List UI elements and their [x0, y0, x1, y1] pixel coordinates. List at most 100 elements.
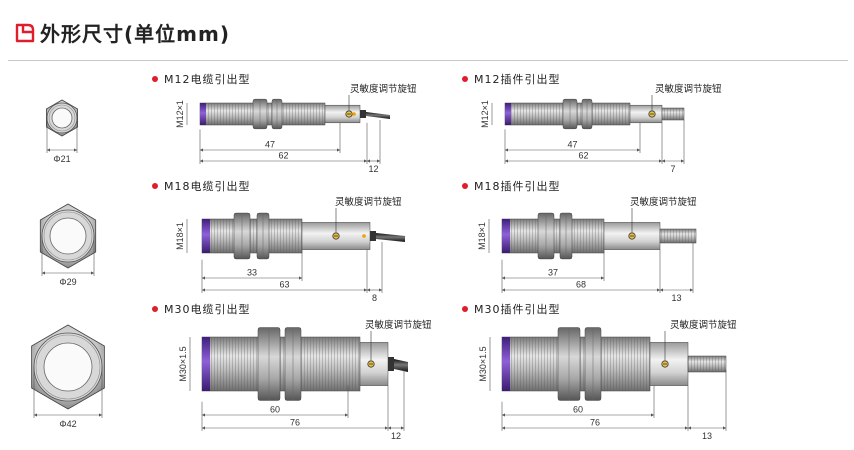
dimension-value: 47	[567, 140, 577, 150]
led-indicator	[362, 234, 366, 238]
dimension-arrow	[367, 288, 370, 292]
dimension-value: 62	[578, 151, 588, 161]
bullet-icon	[152, 76, 158, 82]
dimension-value: 13	[671, 293, 681, 303]
knob-label: 灵敏度调节旋钮	[630, 196, 697, 208]
dimension-arrow	[601, 276, 604, 280]
thread-ring-inner	[43, 211, 93, 261]
dimension-arrow	[723, 426, 726, 430]
thread-spec-label: M30×1.5	[478, 346, 488, 381]
front-view-3: Φ42	[31, 324, 105, 429]
sensing-face	[49, 217, 87, 255]
thread-spec-label: M18×1	[175, 222, 185, 250]
cable-gland	[360, 110, 366, 118]
dimension-arrow	[651, 413, 654, 417]
dimension-value: 47	[265, 140, 275, 150]
dimension-arrow	[502, 426, 505, 430]
thread-spec-label: M18×1	[477, 222, 487, 250]
dimension-arrow	[202, 276, 205, 280]
dimension-arrow	[202, 288, 205, 292]
divider	[8, 60, 848, 61]
front-view-2: Φ29	[39, 203, 97, 287]
dimension-arrow	[202, 426, 205, 430]
dimension-value: 62	[278, 151, 288, 161]
dimension-value: 60	[573, 405, 583, 415]
document-icon	[15, 23, 35, 43]
dimension-arrow	[388, 426, 391, 430]
diameter-label: Φ42	[59, 419, 76, 429]
model-name: M18电缆引出型	[164, 179, 251, 193]
dimension-arrow	[502, 288, 505, 292]
sensing-face	[51, 107, 73, 129]
dimension-value: 13	[702, 431, 712, 441]
dimension-value: 12	[368, 164, 378, 174]
dimension-arrow	[657, 288, 660, 292]
dimension-arrow	[688, 426, 691, 430]
knob-label: 灵敏度调节旋钮	[350, 83, 417, 95]
dimension-arrow	[364, 159, 367, 163]
model-name: M18插件引出型	[474, 179, 561, 193]
diameter-label: Φ29	[59, 277, 76, 287]
rear-housing	[649, 342, 689, 386]
knob-label: 灵敏度调节旋钮	[335, 196, 402, 208]
dimension-value: 60	[270, 405, 280, 415]
cable	[366, 112, 390, 119]
thread-spec-label: M12×1	[175, 100, 185, 128]
dimension-arrow	[47, 148, 50, 152]
bullet-icon	[152, 183, 158, 189]
sensing-lens	[200, 103, 206, 125]
thread-spec-label: M12×1	[480, 100, 490, 128]
sensing-lens	[202, 219, 210, 253]
dimension-arrow	[401, 426, 404, 430]
dimension-value: 76	[590, 418, 600, 428]
thread-ring-inner	[35, 334, 101, 400]
dimension-arrow	[385, 426, 388, 430]
dimension-arrow	[690, 288, 693, 292]
dimension-arrow	[345, 413, 348, 417]
bullet-icon	[462, 183, 468, 189]
sensing-lens	[502, 219, 510, 253]
cable-gland	[370, 231, 376, 241]
connector-thread	[662, 108, 684, 120]
dimension-arrow	[502, 413, 505, 417]
dimension-arrow	[200, 159, 203, 163]
model-name: M30电缆引出型	[164, 302, 251, 316]
dimension-value: 7	[670, 164, 675, 174]
header: 外形尺寸(单位mm)	[0, 0, 854, 62]
dimension-arrow	[685, 426, 688, 430]
bullet-icon	[462, 76, 468, 82]
bullet-icon	[152, 306, 158, 312]
dimension-arrow	[337, 148, 340, 152]
dimension-value: 76	[290, 418, 300, 428]
dimension-arrow	[91, 271, 94, 275]
dimension-value: 33	[247, 268, 257, 278]
dimension-arrow	[681, 159, 684, 163]
dimension-arrow	[202, 413, 205, 417]
knob-label: 灵敏度调节旋钮	[655, 83, 722, 95]
cable	[376, 233, 405, 242]
model-name: M12电缆引出型	[164, 72, 251, 86]
sensing-lens	[502, 337, 510, 391]
dimension-arrow	[659, 159, 662, 163]
thread-texture	[202, 337, 360, 391]
cable-gland	[388, 357, 394, 371]
dimension-value: 68	[576, 280, 586, 290]
dimension-value: 63	[279, 280, 289, 290]
dimension-arrow	[662, 159, 665, 163]
dimension-arrow	[74, 148, 77, 152]
knob-label: 灵敏度调节旋钮	[365, 319, 432, 331]
model-name: M12插件引出型	[474, 72, 561, 86]
dimension-arrow	[200, 148, 203, 152]
dimension-arrow	[42, 271, 45, 275]
rear-housing	[629, 104, 663, 124]
cable	[394, 359, 408, 372]
knob-label: 灵敏度调节旋钮	[670, 319, 737, 331]
diameter-label: Φ21	[53, 154, 70, 164]
front-view-1: Φ21	[46, 99, 78, 164]
dimension-arrow	[660, 288, 663, 292]
sensing-face	[43, 342, 93, 392]
thread-texture	[202, 219, 302, 253]
